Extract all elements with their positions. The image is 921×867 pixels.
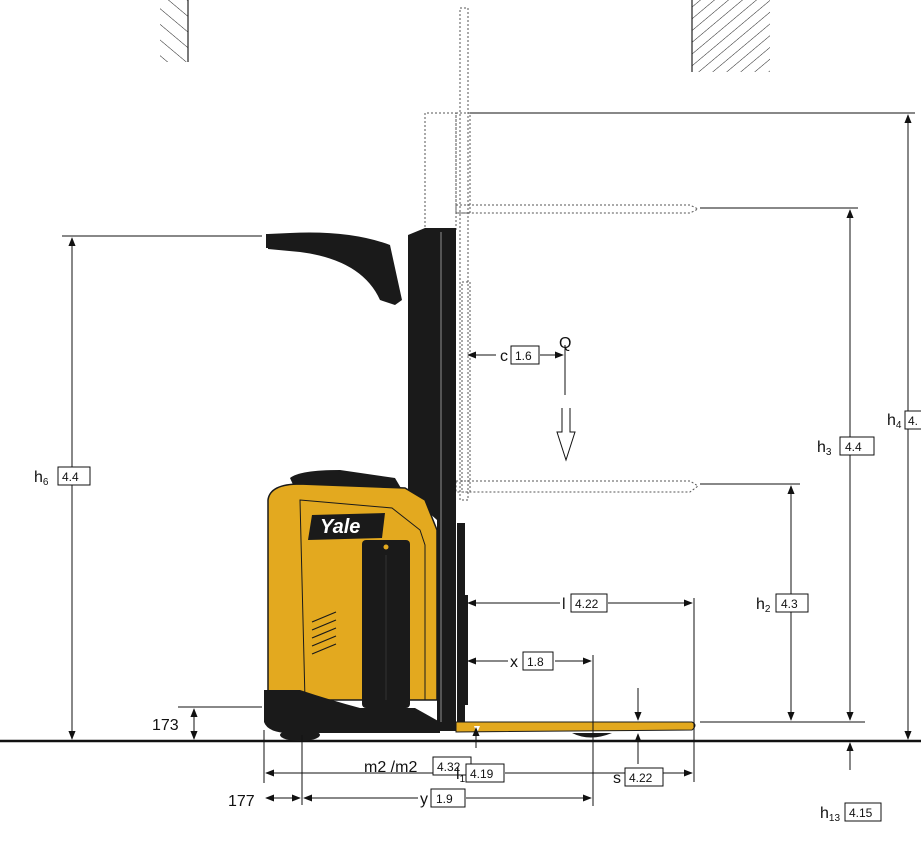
dimension-lines bbox=[68, 114, 912, 802]
svg-text:4.19: 4.19 bbox=[470, 767, 494, 781]
dim-label-x: x 1.8 bbox=[510, 651, 554, 671]
dim-label-y: y 1.9 bbox=[420, 788, 466, 808]
dim-label-h13: h13 4.15 bbox=[820, 802, 882, 824]
svg-text:4.22: 4.22 bbox=[575, 597, 599, 611]
svg-text:y: y bbox=[420, 791, 428, 808]
dim-value-177: 177 bbox=[228, 793, 255, 810]
svg-text:4.32: 4.32 bbox=[437, 760, 461, 774]
fork bbox=[455, 721, 696, 733]
svg-text:1.9: 1.9 bbox=[436, 792, 453, 806]
svg-text:4.22: 4.22 bbox=[629, 771, 653, 785]
dim-label-l: l 4.22 bbox=[562, 593, 608, 613]
dim-label-c: c 1.6 bbox=[500, 345, 540, 365]
svg-text:4.3: 4.3 bbox=[781, 597, 798, 611]
svg-text:1.6: 1.6 bbox=[515, 349, 532, 363]
svg-text:c: c bbox=[500, 348, 508, 365]
svg-text:h2: h2 bbox=[756, 596, 771, 615]
raised-mast-outline bbox=[424, 7, 700, 501]
svg-text:4.: 4. bbox=[908, 414, 918, 428]
svg-text:Q: Q bbox=[559, 335, 571, 352]
svg-text:Yale: Yale bbox=[320, 516, 360, 538]
svg-text:s: s bbox=[613, 770, 621, 787]
dim-label-m2: m2 /m2 4.32 bbox=[364, 756, 472, 776]
load-center-arrow: Q bbox=[556, 335, 576, 462]
svg-text:4.4: 4.4 bbox=[845, 440, 862, 454]
tiller-arm bbox=[268, 232, 402, 305]
svg-text:h4: h4 bbox=[887, 412, 902, 431]
dim-label-h6: h6 4.4 bbox=[34, 466, 91, 488]
ceiling-hatch-right bbox=[691, 0, 770, 72]
svg-text:x: x bbox=[510, 654, 518, 671]
svg-text:l: l bbox=[562, 596, 566, 613]
dim-label-s: s 4.22 bbox=[613, 767, 664, 787]
svg-text:h13: h13 bbox=[820, 805, 840, 824]
dim-label-l1: l1 4.19 bbox=[456, 763, 505, 785]
truck-base bbox=[264, 690, 440, 733]
svg-text:4.4: 4.4 bbox=[62, 470, 79, 484]
dim-value-173: 173 bbox=[152, 717, 179, 734]
extension-lines bbox=[62, 112, 915, 806]
svg-text:m2 /m2: m2 /m2 bbox=[364, 759, 417, 776]
svg-text:1.8: 1.8 bbox=[527, 655, 544, 669]
fork-carriage bbox=[457, 523, 465, 723]
mast bbox=[408, 228, 456, 731]
dim-label-h4: h4 4. bbox=[887, 410, 921, 431]
svg-text:l1: l1 bbox=[456, 766, 466, 785]
svg-text:h6: h6 bbox=[34, 469, 49, 488]
ceiling-hatch-left bbox=[160, 0, 189, 62]
dim-label-h2: h2 4.3 bbox=[756, 593, 809, 615]
forklift-truck: Yale bbox=[264, 228, 696, 741]
yale-logo: Yale bbox=[308, 513, 385, 540]
svg-text:h3: h3 bbox=[817, 439, 832, 458]
dim-label-h3: h3 4.4 bbox=[817, 436, 875, 458]
svg-text:4.15: 4.15 bbox=[849, 806, 873, 820]
